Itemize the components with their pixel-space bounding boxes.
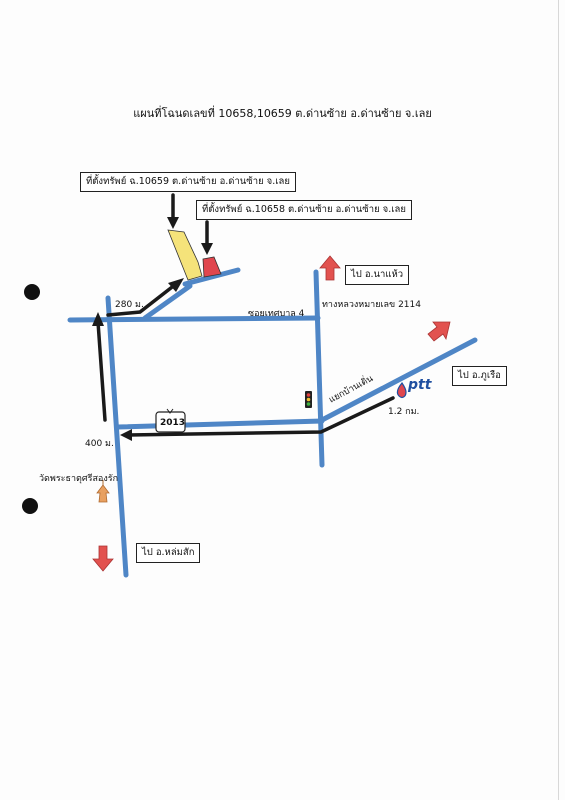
route-2013-shield-icon [155,408,186,433]
road-west-vertical [105,295,129,578]
pointer-10659-head [167,217,179,229]
parcel-10659-label: ที่ตั้งทรัพย์ ฉ.10659 ต.ด่านซ้าย อ.ด่านซ… [80,172,296,192]
highway-2114-label: ทางหลวงหมายเลข 2114 [322,300,421,310]
page-edge [558,0,559,800]
distance-280-label: 280 ม. [115,300,144,310]
route-arrow-280-head [168,278,184,292]
arrow-to-na-haeo-icon [319,255,341,281]
to-phu-ruea-label: ไป อ.ภูเรือ [452,366,507,386]
distance-400-label: 400 ม. [85,439,114,449]
parcel-10658-label: ที่ตั้งทรัพย์ ฉ.10658 ต.ด่านซ้าย อ.ด่านซ… [196,200,412,220]
road-access-parcel [182,267,241,287]
route-2013-number: 2013 [160,418,186,428]
route-arrow-up-head [92,312,104,326]
pointer-10658-head [201,243,213,255]
route-arrow-left-head [120,429,132,441]
arrow-to-phu-ruea-icon [427,321,451,342]
arrow-to-lom-sak-icon [92,545,114,572]
to-na-haeo-label: ไป อ.นาแห้ว [345,265,410,285]
road-route-2013 [115,418,325,430]
map-title: แผนที่โฉนดเลขที่ 10658,10659 ต.ด่านซ้าย … [133,107,432,120]
punch-hole-top [24,284,40,300]
ptt-logo-icon [396,381,407,398]
to-lom-sak-label: ไป อ.หล่มสัก [136,543,201,563]
route-line-280m [106,282,178,317]
distance-1-2-label: 1.2 กม. [388,407,420,417]
soi-tessaban-4-label: ซอยเทศบาล 4 [248,309,305,319]
parcel-10659-shape [167,229,203,281]
route-line-junction [126,396,395,437]
parcel-10658-shape [202,256,222,278]
road-to-phu-ruea [319,337,478,423]
traffic-light-icon [305,391,312,408]
route-line-400m [96,320,107,422]
punch-hole-bottom [22,498,38,514]
road-access-diagonal [142,283,193,321]
temple-label: วัดพระธาตุศรีสองรัก [39,474,119,484]
ptt-logo-text: ptt [408,377,432,393]
temple-icon [96,480,110,503]
